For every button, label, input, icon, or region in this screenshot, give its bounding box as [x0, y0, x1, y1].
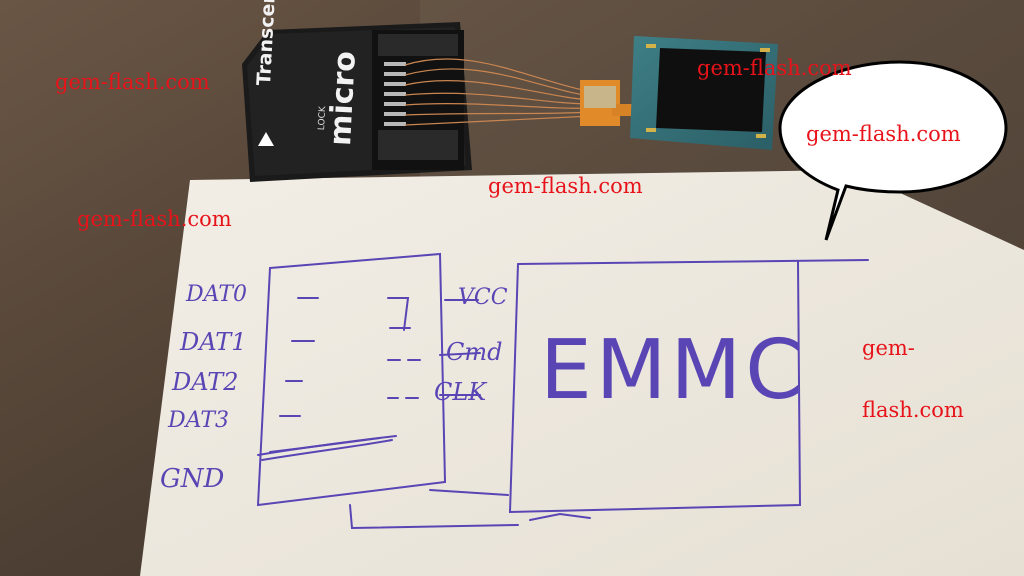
- emmc-board: [630, 36, 778, 150]
- paper-sheet: [140, 170, 1024, 576]
- copper-wires: [404, 58, 593, 126]
- watermark-right-line2: flash.com: [862, 398, 964, 422]
- watermark-bubble: gem-flash.com: [806, 122, 961, 146]
- pin-label-gnd: GND: [160, 464, 225, 494]
- watermark-top-left: gem-flash.com: [55, 70, 210, 94]
- hand-drawn-diagram: [256, 252, 869, 530]
- pin-label-cmd: Cmd: [446, 338, 503, 366]
- adapter-lock-text: LOCK: [317, 106, 329, 131]
- insert-arrow-icon: [258, 132, 274, 146]
- watermark-left: gem-flash.com: [77, 207, 232, 231]
- pin-label-dat0: DAT0: [186, 282, 247, 307]
- pin-label-clk: CLK: [434, 378, 487, 406]
- chip-label-emmc: EMMC: [540, 323, 807, 418]
- pin-label-dat2: DAT2: [172, 368, 239, 396]
- pin-label-dat1: DAT1: [180, 328, 247, 356]
- flex-ribbon: [580, 80, 636, 126]
- watermark-middle: gem-flash.com: [488, 174, 643, 198]
- pin-label-vcc: VCC: [458, 285, 508, 310]
- watermark-top-center: gem-flash.com: [697, 56, 852, 80]
- watermark-right-line1: gem-: [862, 336, 915, 360]
- adapter-model-text: micro: [323, 50, 363, 147]
- speech-bubble: [778, 60, 1008, 241]
- pin-label-dat3: DAT3: [168, 408, 229, 433]
